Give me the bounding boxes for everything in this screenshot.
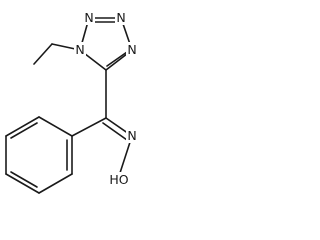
- phenyl-bond-3: [5, 173, 40, 194]
- atom-n-oxime: N: [127, 128, 136, 143]
- bond-c-phenyl: [71, 117, 107, 137]
- phenyl-bond-5: [5, 116, 40, 137]
- atom-n-top-right: N: [116, 10, 125, 25]
- bond-n3-c5-double: [106, 51, 128, 67]
- atom-n-top-left: N: [84, 10, 93, 25]
- bond-c-n-oxime-double: [102, 122, 128, 141]
- atom-hydroxyl: HO: [109, 172, 128, 187]
- bond-ch2-ch3: [33, 43, 53, 65]
- phenyl-bond-2: [38, 173, 73, 194]
- phenyl-double-3: [10, 122, 38, 139]
- atom-n-ethyl: N: [75, 42, 84, 57]
- chemical-structure: N N N N N HO: [5, 10, 138, 194]
- atom-n-ring-right: N: [127, 42, 136, 57]
- phenyl-bond-6: [38, 116, 73, 137]
- phenyl-double-2: [10, 171, 38, 188]
